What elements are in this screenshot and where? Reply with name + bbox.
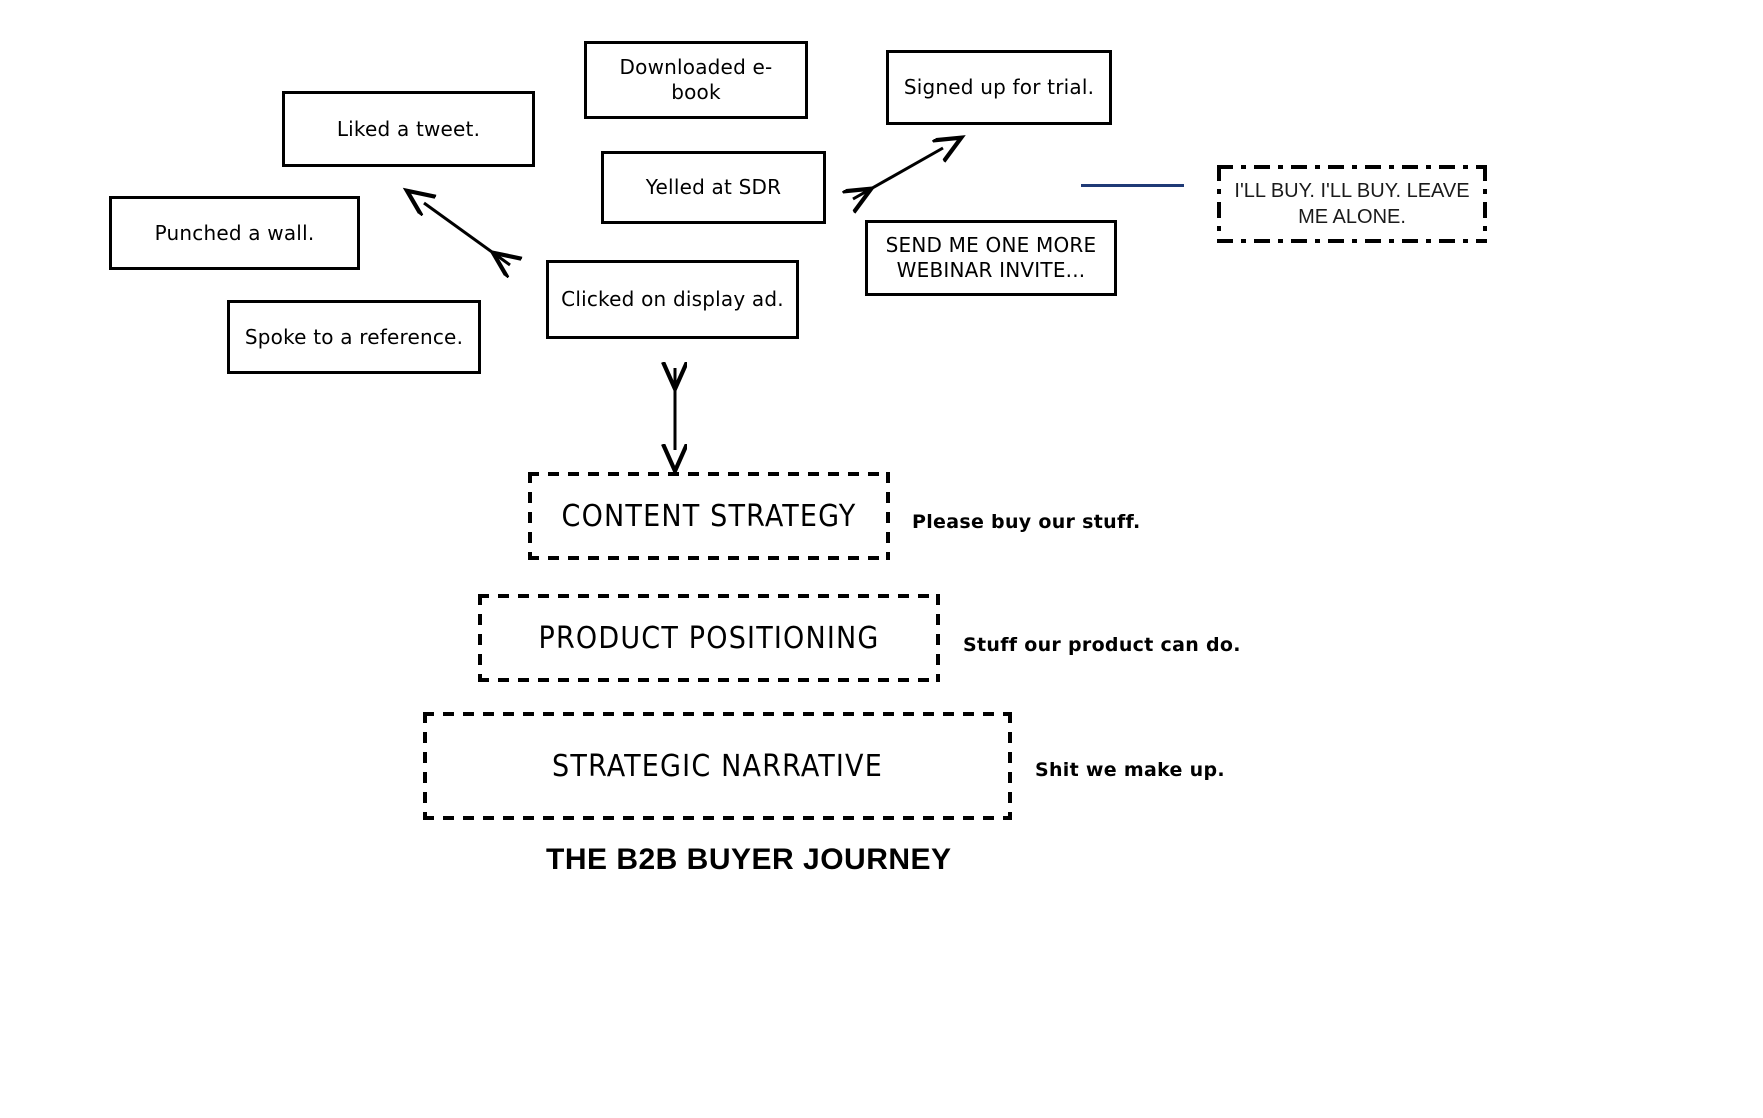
- callout-ill-buy: I'LL BUY. I'LL BUY. LEAVE ME ALONE.: [1217, 165, 1487, 243]
- journey-box-downloaded-ebook: Downloaded e-book: [584, 41, 808, 119]
- pyramid-tier-product-positioning: PRODUCT POSITIONING: [478, 594, 940, 682]
- tier-label-strategic-narrative: STRATEGIC NARRATIVE: [552, 748, 883, 784]
- journey-box-signed-up-for-trial: Signed up for trial.: [886, 50, 1112, 125]
- tier-border-right: [936, 594, 940, 682]
- tier-border-right: [1008, 712, 1012, 820]
- tier-border-top: [478, 594, 940, 598]
- arrow-line-upper-left: [424, 203, 510, 265]
- journey-box-yelled-at-sdr: Yelled at SDR: [601, 151, 826, 224]
- tier-border-top: [528, 472, 890, 476]
- journey-box-label: Downloaded e-book: [619, 55, 773, 104]
- journey-box-clicked-display-ad: Clicked on display ad.: [546, 260, 799, 339]
- tier-border-left: [423, 712, 427, 820]
- tier-caption-content-strategy: Please buy our stuff.: [912, 511, 1141, 533]
- pyramid-tier-content-strategy: CONTENT STRATEGY: [528, 472, 890, 560]
- callout-border-right: [1483, 165, 1487, 243]
- main-title: THE B2B BUYER JOURNEY: [546, 843, 952, 876]
- callout-label: I'LL BUY. I'LL BUY. LEAVE ME ALONE.: [1234, 180, 1470, 228]
- tier-border-bottom: [423, 816, 1012, 820]
- tier-caption-strategic-narrative: Shit we make up.: [1035, 759, 1225, 781]
- journey-box-label: Signed up for trial.: [903, 75, 1095, 99]
- journey-box-label: Yelled at SDR: [645, 175, 782, 199]
- tier-border-bottom: [478, 678, 940, 682]
- callout-border-left: [1217, 165, 1221, 243]
- pyramid-tier-strategic-narrative: STRATEGIC NARRATIVE: [423, 712, 1012, 820]
- journey-box-spoke-to-reference: Spoke to a reference.: [227, 300, 481, 374]
- tier-border-left: [528, 472, 532, 560]
- journey-box-label: Liked a tweet.: [336, 116, 481, 141]
- blue-divider-rule: [1081, 184, 1184, 187]
- journey-box-label: SEND ME ONE MORE WEBINAR INVITE...: [885, 233, 1097, 282]
- journey-box-punched-a-wall: Punched a wall.: [109, 196, 360, 270]
- journey-box-label: Spoke to a reference.: [244, 324, 464, 349]
- arrow-line-trial: [853, 148, 943, 199]
- tier-label-content-strategy: CONTENT STRATEGY: [561, 498, 857, 534]
- tier-border-bottom: [528, 556, 890, 560]
- tier-border-right: [886, 472, 890, 560]
- tier-caption-product-positioning: Stuff our product can do.: [963, 634, 1241, 656]
- journey-box-liked-a-tweet: Liked a tweet.: [282, 91, 535, 167]
- tier-label-product-positioning: PRODUCT POSITIONING: [538, 620, 880, 656]
- journey-box-webinar-invite: SEND ME ONE MORE WEBINAR INVITE...: [865, 220, 1117, 296]
- journey-box-label: Punched a wall.: [154, 220, 315, 245]
- journey-box-label: Clicked on display ad.: [561, 287, 784, 311]
- callout-border-top: [1217, 165, 1487, 169]
- callout-border-bottom: [1217, 239, 1487, 243]
- tier-border-left: [478, 594, 482, 682]
- tier-border-top: [423, 712, 1012, 716]
